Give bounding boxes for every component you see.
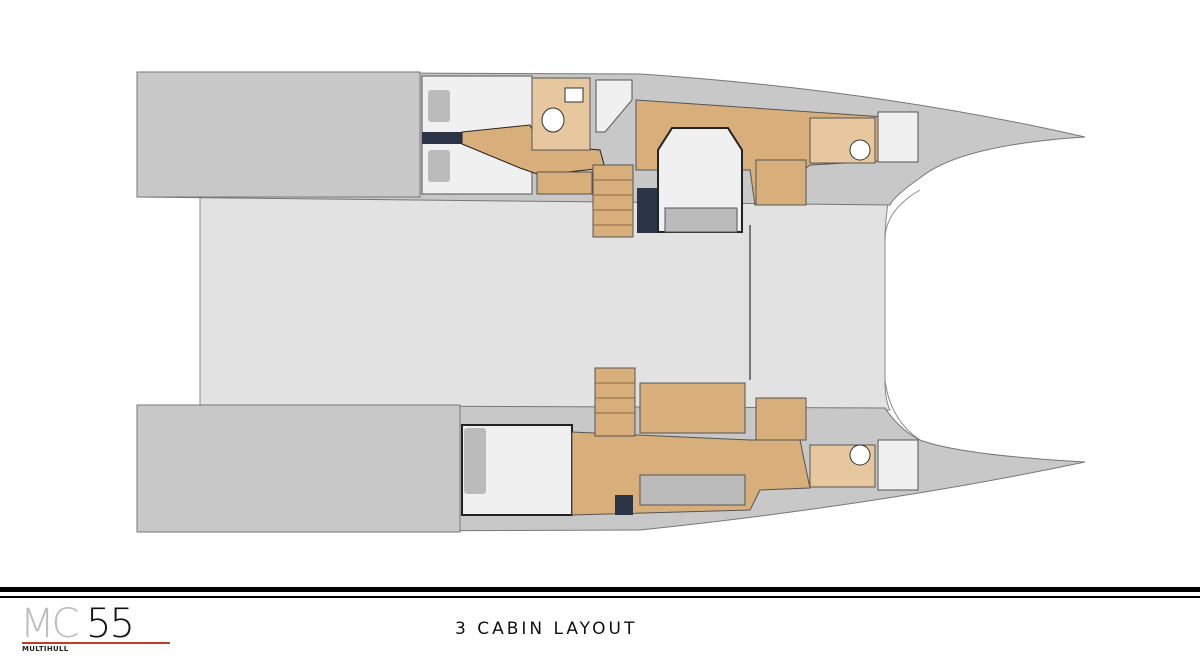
toilet-icon: [849, 444, 871, 466]
title-block-rule: [0, 596, 1200, 598]
nav-step: [615, 495, 633, 515]
logo-underline: [22, 642, 170, 644]
logo-letters: MC: [20, 601, 79, 647]
logo-number: 55: [86, 601, 135, 647]
settee: [664, 207, 738, 233]
fwd-shower-starboard: [877, 439, 919, 491]
storage-slats: [536, 171, 593, 195]
catamaran-floor-plan: [136, 71, 1086, 533]
storage-slats: [755, 159, 807, 206]
shower-port: [595, 79, 633, 133]
forward-beam-curve: [884, 189, 921, 441]
starboard-pillow: [464, 428, 486, 494]
starboard-aft-deck: [136, 404, 461, 533]
settee: [639, 474, 746, 506]
storage-slats: [755, 397, 807, 441]
drawing-title: 3 CABIN LAYOUT: [455, 619, 638, 639]
master-bed-port: [657, 127, 743, 233]
title-block-rule: [0, 587, 1200, 592]
aft-cabin-port-pillow: [428, 90, 450, 122]
toilet-icon: [849, 139, 871, 161]
toilet-icon: [541, 107, 565, 133]
logo-subtitle: MULTIHULL: [22, 645, 69, 653]
starboard-companionway-stairs: [594, 367, 636, 437]
aft-cabin-port-step: [422, 132, 462, 144]
aft-cabin-port-pillow: [428, 150, 450, 182]
galley-storage: [639, 382, 746, 434]
sink-icon: [564, 87, 584, 103]
fwd-shower-port: [877, 111, 919, 163]
port-aft-deck: [136, 71, 421, 198]
port-companionway-stairs: [592, 164, 634, 238]
bed-step: [637, 188, 657, 233]
mc55-logo: MC 55 MULTIHULL: [20, 604, 175, 655]
bridgedeck: [199, 189, 891, 411]
